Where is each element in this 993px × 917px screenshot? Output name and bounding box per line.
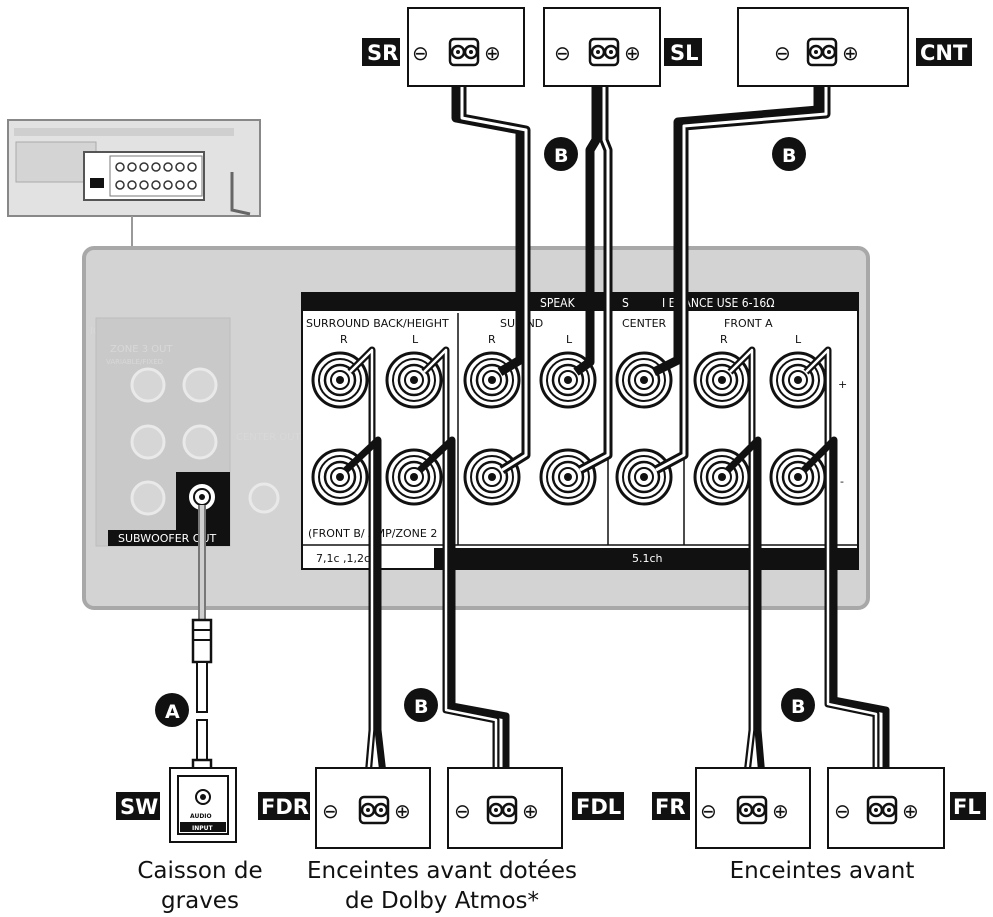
speaker-fdr: ⊖ ⊕ FDR — [258, 767, 431, 849]
svg-text:⊖: ⊖ — [700, 799, 717, 823]
speaker-fdl: ⊖ ⊕ FDL — [447, 767, 624, 849]
tag-sw: SW — [120, 795, 158, 819]
svg-text:B: B — [554, 145, 568, 167]
speaker-sl: ⊖ ⊕ SL — [543, 7, 702, 87]
speakers-title-end: S — [622, 296, 629, 310]
ch51-label: 5.1ch — [632, 552, 663, 565]
svg-text:⊕: ⊕ — [902, 799, 919, 823]
front-a-label: FRONT A — [724, 317, 773, 330]
speaker-fr: ⊖ ⊕ FR — [652, 767, 811, 849]
audio-input-line1: AUDIO — [190, 813, 212, 820]
tag-fr: FR — [655, 795, 686, 819]
surround-l-label: L — [566, 333, 573, 346]
marker-b-bottom-left: B — [404, 688, 438, 722]
sbh-r-label: R — [340, 333, 348, 346]
panel-io-label: IO — [90, 326, 101, 337]
front-l-label: L — [795, 333, 802, 346]
speaker-sr: ⊖ ⊕ SR — [362, 7, 525, 87]
rca-plugs — [191, 618, 213, 792]
subwoofer-input-box: AUDIO INPUT SW — [116, 767, 237, 843]
svg-text:⊕: ⊕ — [522, 799, 539, 823]
svg-text:⊖: ⊖ — [834, 799, 851, 823]
caption-atmos-line2: de Dolby Atmos* — [345, 888, 539, 914]
svg-text:⊖: ⊖ — [554, 41, 571, 65]
svg-text:⊕: ⊕ — [624, 41, 641, 65]
svg-text:B: B — [414, 696, 428, 718]
svg-text:B: B — [791, 696, 805, 718]
receiver-back-panel: IO ZONE 3 OUT VARIABLE/FIXED CENTER OUT … — [82, 246, 870, 610]
subwoofer-out-label: SUBWOOFER OUT — [118, 532, 217, 545]
marker-a: A — [155, 693, 189, 727]
surround-back-height-label: SURROUND BACK/HEIGHT — [306, 317, 449, 330]
plus-label: + — [838, 378, 847, 391]
marker-b-top-right: B — [772, 137, 806, 171]
speaker-cnt: ⊖ ⊕ CNT — [737, 7, 972, 87]
svg-text:⊕: ⊕ — [394, 799, 411, 823]
center-label: CENTER — [622, 317, 667, 330]
svg-text:⊕: ⊕ — [842, 41, 859, 65]
zone3-out-label: ZONE 3 OUT — [110, 344, 173, 355]
speaker-fl: ⊖ ⊕ FL — [827, 767, 986, 849]
svg-text:⊖: ⊖ — [412, 41, 429, 65]
ch71-label: 7,1c ,1,2ch — [316, 552, 377, 565]
receiver-thumbnail — [7, 119, 261, 250]
svg-text:⊖: ⊖ — [774, 41, 791, 65]
minus-label: - — [840, 475, 844, 488]
audio-input-line2: INPUT — [192, 825, 214, 832]
center-out-label: CENTER OUT — [236, 432, 302, 443]
surround-r-label: R — [488, 333, 496, 346]
speaker-cables — [198, 58, 890, 801]
sbh-l-label: L — [412, 333, 419, 346]
svg-text:⊖: ⊖ — [454, 799, 471, 823]
svg-text:⊖: ⊖ — [322, 799, 339, 823]
svg-text:B: B — [782, 145, 796, 167]
caption-front: Enceintes avant — [730, 858, 915, 884]
speakers-title: SPEAK — [540, 296, 576, 310]
tag-sr: SR — [367, 41, 398, 65]
tag-sl: SL — [670, 41, 699, 65]
tag-fdl: FDL — [576, 795, 621, 819]
svg-text:⊕: ⊕ — [772, 799, 789, 823]
tag-fdr: FDR — [261, 795, 309, 819]
marker-b-bottom-right: B — [781, 688, 815, 722]
caption-atmos-line1: Enceintes avant dotées — [307, 858, 577, 884]
zone3-sub-label: VARIABLE/FIXED — [106, 358, 163, 366]
tag-cnt: CNT — [920, 41, 968, 65]
svg-text:⊕: ⊕ — [484, 41, 501, 65]
svg-text:A: A — [165, 701, 180, 723]
marker-b-top-left: B — [544, 137, 578, 171]
speakers-terminal-block — [301, 292, 859, 570]
front-r-label: R — [720, 333, 728, 346]
tag-fl: FL — [953, 795, 981, 819]
caption-subwoofer-line1: Caisson de — [137, 858, 262, 884]
impedance-label: I EDANCE USE 6-16Ω — [662, 296, 775, 310]
caption-subwoofer-line2: graves — [161, 888, 239, 914]
